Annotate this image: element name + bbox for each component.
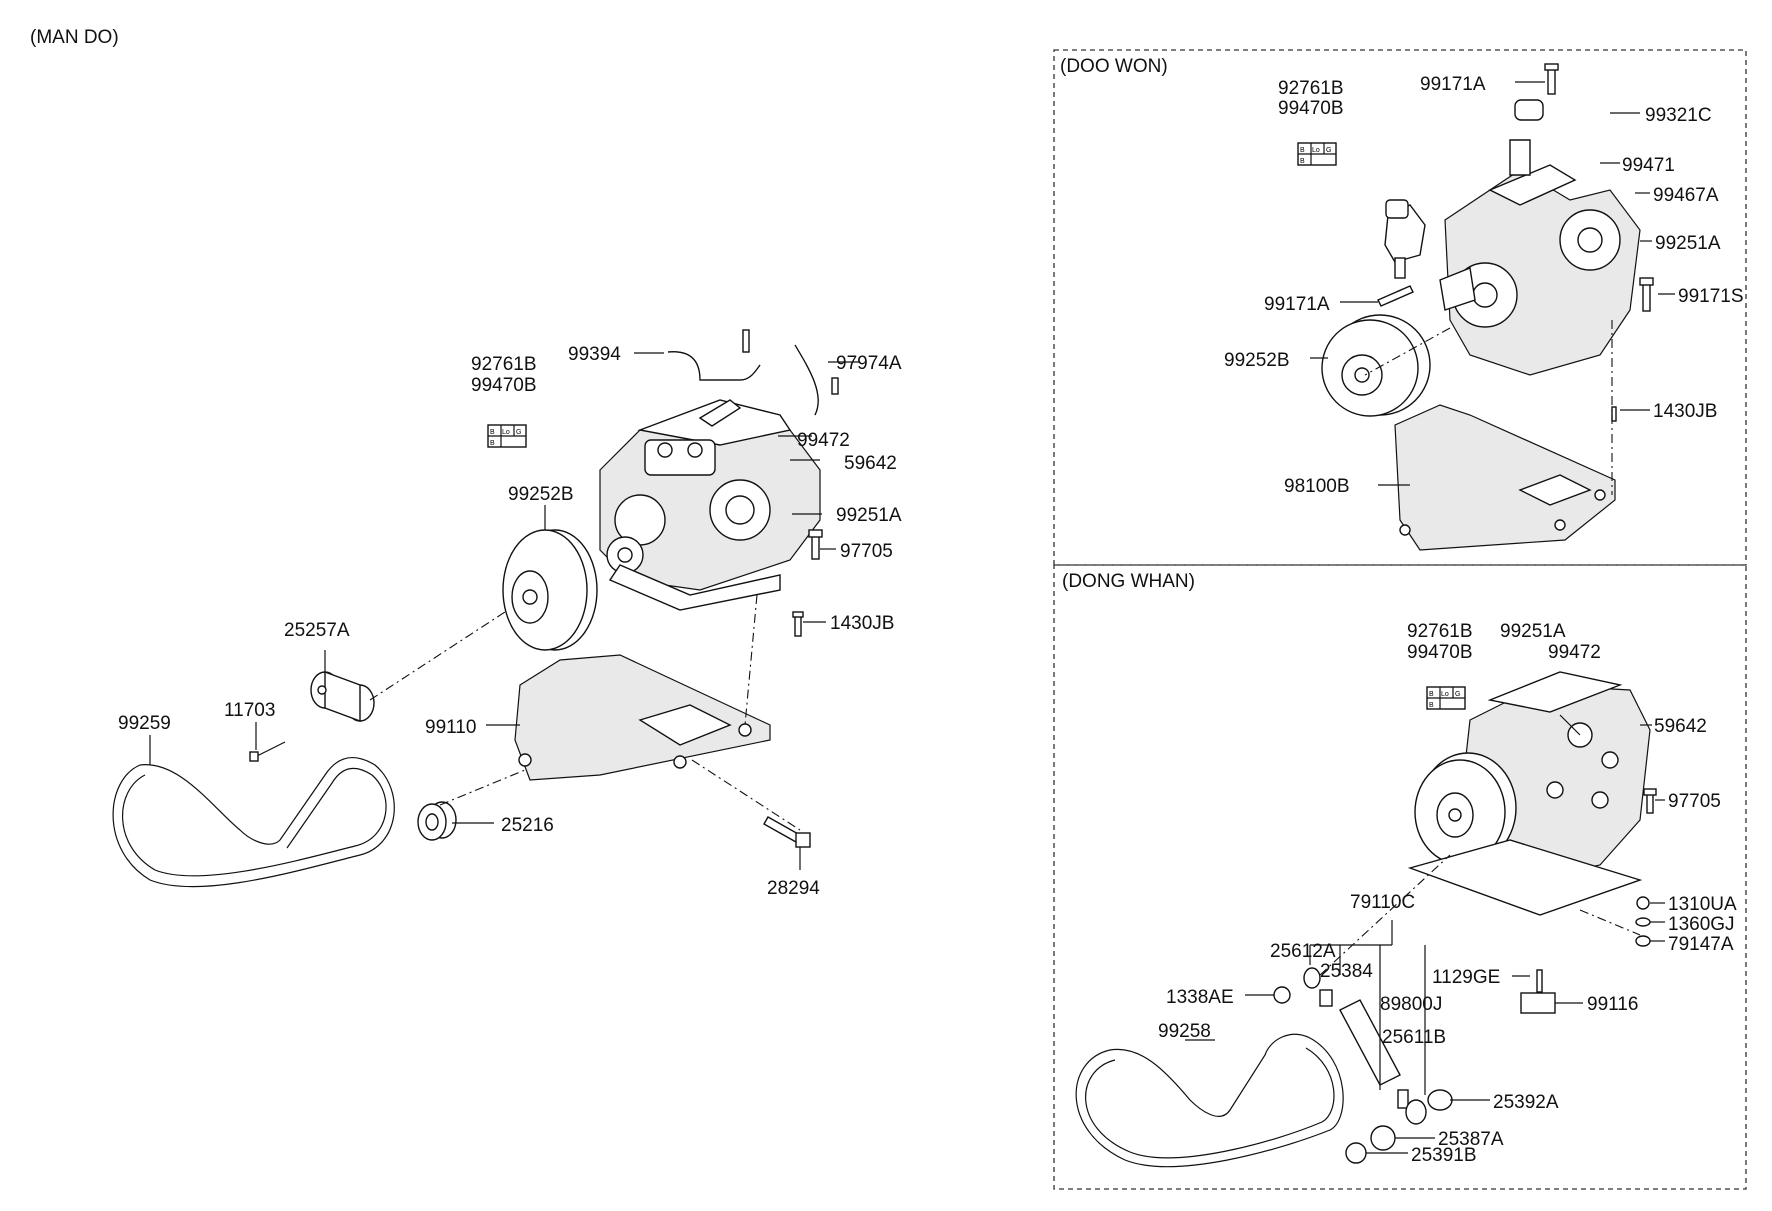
part-label-92761B-doowon: 92761B [1278, 78, 1344, 99]
svg-text:Lo: Lo [1441, 691, 1449, 698]
part-label-59642-dongwhan: 59642 [1654, 716, 1707, 737]
part-label-99251A-doowon: 99251A [1655, 233, 1721, 254]
valve-doowon [1384, 199, 1426, 279]
part-label-1360GJ: 1360GJ [1668, 914, 1735, 935]
part-label-99321C: 99321C [1645, 105, 1712, 126]
svg-text:B: B [490, 429, 495, 436]
pulley-mando [502, 529, 598, 651]
part-label-11703: 11703 [224, 700, 275, 721]
belt-99258 [1075, 1033, 1344, 1168]
pipe-99394 [667, 329, 761, 381]
compressor-dongwhan [1407, 671, 1651, 916]
part-label-25257A: 25257A [284, 620, 350, 641]
part-label-99171A-mid: 99171A [1264, 294, 1330, 315]
part-label-1129GE: 1129GE [1432, 967, 1500, 988]
compressor-mando [599, 399, 821, 611]
connector-dongwhan: B Lo G B [1426, 686, 1466, 710]
part-label-98100B: 98100B [1284, 476, 1350, 497]
leaders-dongwhan [1185, 714, 1665, 1154]
pipe-97974A [794, 344, 839, 416]
part-label-59642-mando: 59642 [844, 453, 897, 474]
part-label-79110C: 79110C [1350, 892, 1415, 913]
bracket-99110 [514, 654, 771, 781]
bolts-doowon [1377, 63, 1654, 422]
part-label-28294: 28294 [767, 878, 820, 899]
bolt-1430JB-mando [792, 611, 804, 637]
part-label-25611B: 25611B [1382, 1027, 1446, 1048]
part-label-25387A: 25387A [1438, 1129, 1504, 1150]
section-title-mando: (MAN DO) [30, 27, 119, 48]
part-label-99110: 99110 [425, 717, 476, 738]
part-label-79147A: 79147A [1668, 934, 1734, 955]
bracket-98100B [1394, 404, 1616, 551]
part-label-99467A: 99467A [1653, 185, 1719, 206]
part-label-92761B-mando: 92761B [471, 354, 537, 375]
part-label-99470B-mando: 99470B [471, 375, 537, 396]
idler-25257A [310, 670, 375, 723]
part-label-1430JB-mando: 1430JB [830, 613, 894, 634]
belt-99259 [112, 756, 395, 888]
svg-text:B: B [490, 440, 495, 447]
connector-mando: B Lo G B [487, 424, 527, 448]
part-label-99251A-mando: 99251A [836, 505, 902, 526]
tensioner-25216 [417, 801, 457, 841]
part-label-1430JB-doowon: 1430JB [1653, 401, 1717, 422]
part-label-99252B-doowon: 99252B [1224, 350, 1290, 371]
part-label-1338AE: 1338AE [1166, 987, 1234, 1008]
svg-text:B: B [1429, 702, 1434, 709]
bolt-28294 [763, 816, 811, 848]
part-label-25216: 25216 [501, 815, 554, 836]
part-label-25384: 25384 [1320, 961, 1373, 982]
svg-text:B: B [1429, 691, 1434, 698]
part-label-99258: 99258 [1158, 1021, 1211, 1042]
svg-text:G: G [1455, 691, 1460, 698]
part-label-99252B-mando: 99252B [508, 484, 574, 505]
part-label-99470B-doowon: 99470B [1278, 98, 1344, 119]
part-label-97974A: 97974A [836, 353, 902, 374]
part-label-92761B-dongwhan: 92761B [1407, 621, 1473, 642]
part-label-99470B-dongwhan: 99470B [1407, 642, 1473, 663]
compressor-doowon [1439, 99, 1641, 376]
part-label-89800J: 89800J [1380, 994, 1442, 1015]
section-box-dongwhan [1053, 564, 1747, 1190]
leaders-doowon [1310, 81, 1675, 495]
pulley-doowon [1321, 314, 1431, 417]
part-label-99472-dongwhan: 99472 [1548, 642, 1601, 663]
svg-text:Lo: Lo [1312, 147, 1320, 154]
part-label-25392A: 25392A [1493, 1092, 1559, 1113]
section-title-dongwhan: (DONG WHAN) [1062, 571, 1195, 592]
svg-text:B: B [1300, 158, 1305, 165]
leaders-mando [149, 352, 860, 870]
part-label-99251A-dongwhan: 99251A [1500, 621, 1566, 642]
part-label-1310UA: 1310UA [1668, 894, 1737, 915]
bolt-97705-mando [808, 529, 823, 560]
tensioner-assembly-dongwhan [1303, 967, 1453, 1164]
bolt-11703 [249, 741, 286, 762]
part-label-25612A: 25612A [1270, 941, 1336, 962]
part-label-25391B: 25391B [1411, 1145, 1477, 1166]
part-label-99472-mando: 99472 [797, 430, 850, 451]
part-label-97705-dongwhan: 97705 [1668, 791, 1721, 812]
svg-text:Lo: Lo [502, 429, 510, 436]
part-label-99116: 99116 [1587, 994, 1638, 1015]
connector-doowon: B Lo G B [1297, 142, 1337, 166]
part-label-99171A-top: 99171A [1420, 74, 1486, 95]
part-label-97705-mando: 97705 [840, 541, 893, 562]
part-label-99394: 99394 [568, 344, 621, 365]
part-label-99259: 99259 [118, 713, 171, 734]
part-label-99171S: 99171S [1678, 286, 1744, 307]
section-title-doowon: (DOO WON) [1060, 56, 1168, 77]
part-label-99471: 99471 [1622, 155, 1675, 176]
svg-text:B: B [1300, 147, 1305, 154]
svg-text:G: G [1326, 147, 1331, 154]
svg-text:G: G [516, 429, 521, 436]
